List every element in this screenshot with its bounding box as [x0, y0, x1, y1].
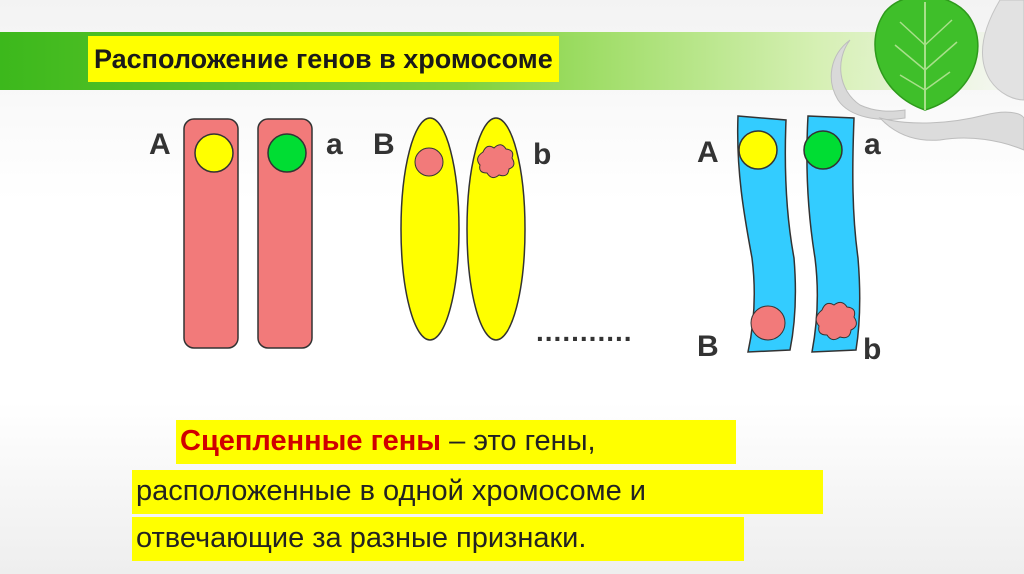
- allele-A-yellow-linked: [738, 130, 778, 170]
- leaf-icon: [874, 0, 979, 111]
- highlight-line-3: [132, 517, 744, 561]
- allele-b-wrinkled-linked: [815, 301, 857, 341]
- chromosome-pink-right: [257, 118, 313, 349]
- definition-line-1: Сцепленные гены – это гены,: [180, 425, 596, 458]
- chromosome-yellow-right: [466, 117, 526, 341]
- allele-B-round-linked: [750, 305, 786, 341]
- allele-B-round: [414, 147, 444, 177]
- label-pair1-A: A: [149, 128, 171, 161]
- definition-line-3: отвечающие за разные признаки.: [136, 522, 587, 554]
- allele-a-green: [267, 133, 307, 173]
- definition-term: Сцепленные гены: [180, 425, 442, 457]
- label-pair2-B: B: [373, 128, 395, 161]
- allele-a-green-linked: [803, 130, 843, 170]
- highlight-line-2: [132, 470, 823, 514]
- label-pair3-a: a: [864, 128, 881, 161]
- label-pair3-B: B: [697, 330, 719, 363]
- slide-title: Расположение генов в хромосоме: [88, 36, 559, 82]
- label-pair1-a: a: [326, 128, 343, 161]
- label-pair3-A: A: [697, 136, 719, 169]
- label-pair3-b: b: [863, 333, 882, 366]
- ellipsis-dots: ...........: [536, 316, 633, 347]
- definition-line-1-rest: – это гены,: [441, 425, 596, 457]
- highlight-line-1: [176, 420, 736, 464]
- chromosome-pink-left: [183, 118, 239, 349]
- chromosome-blue-right: [806, 115, 861, 353]
- allele-b-wrinkled: [477, 144, 515, 179]
- label-pair2-b: b: [533, 138, 552, 171]
- definition-line-2: расположенные в одной хромосоме и: [136, 475, 646, 507]
- chromosome-blue-left: [736, 115, 797, 353]
- hands-icon: [830, 0, 1024, 151]
- chromosome-yellow-left: [400, 117, 460, 341]
- allele-A-yellow: [194, 133, 234, 173]
